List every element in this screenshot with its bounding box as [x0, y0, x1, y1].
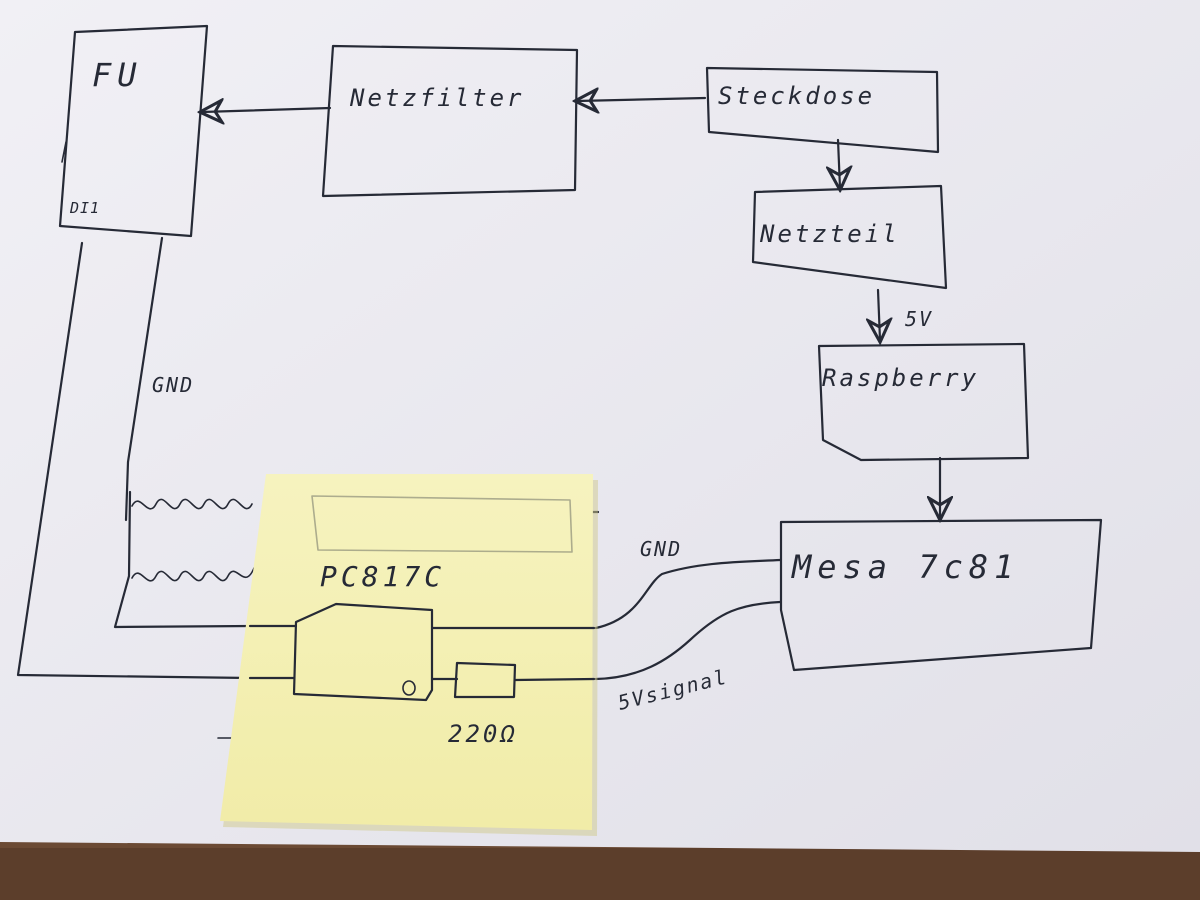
optocoupler-pin1-marker — [402, 680, 416, 696]
arrow-steckdose-to-netzfilter — [577, 98, 707, 101]
arrow-netzteil-to-raspberry — [878, 288, 880, 340]
label-5v: 5V — [905, 307, 933, 331]
resistor-label: 220Ω — [448, 720, 518, 748]
optocoupler-package — [292, 602, 434, 702]
table-edge — [0, 848, 1200, 900]
block-raspberry-label: Raspberry — [822, 364, 979, 392]
label-gnd-left: GND — [152, 373, 194, 397]
label-gnd-right: GND — [640, 537, 682, 561]
sticky-note: PC817C 220Ω — [220, 474, 598, 836]
block-mesa: Mesa 7c81 — [779, 518, 1103, 672]
block-netzfilter-label: Netzfilter — [349, 84, 525, 112]
block-steckdose: Steckdose — [705, 66, 940, 154]
wiring-fu-left: GND — [16, 236, 255, 680]
resistor-symbol — [453, 661, 517, 699]
paper-sheet — [0, 0, 1200, 852]
block-fu-sublabel: DI1 — [69, 199, 100, 217]
block-steckdose-label: Steckdose — [718, 82, 875, 110]
arrow-steckdose-to-netzteil — [838, 138, 840, 188]
block-mesa-label: Mesa 7c81 — [791, 548, 1019, 586]
block-raspberry: Raspberry — [817, 342, 1030, 462]
optocoupler-label: PC817C — [320, 560, 445, 593]
block-fu-label: FU — [92, 56, 143, 94]
block-netzfilter: Netzfilter — [321, 44, 579, 198]
arrow-netzfilter-to-fu — [202, 108, 332, 112]
block-netzteil: Netzteil — [751, 184, 948, 290]
block-netzteil-label: Netzteil — [759, 220, 900, 248]
block-fu: FU DI1 — [58, 24, 209, 238]
